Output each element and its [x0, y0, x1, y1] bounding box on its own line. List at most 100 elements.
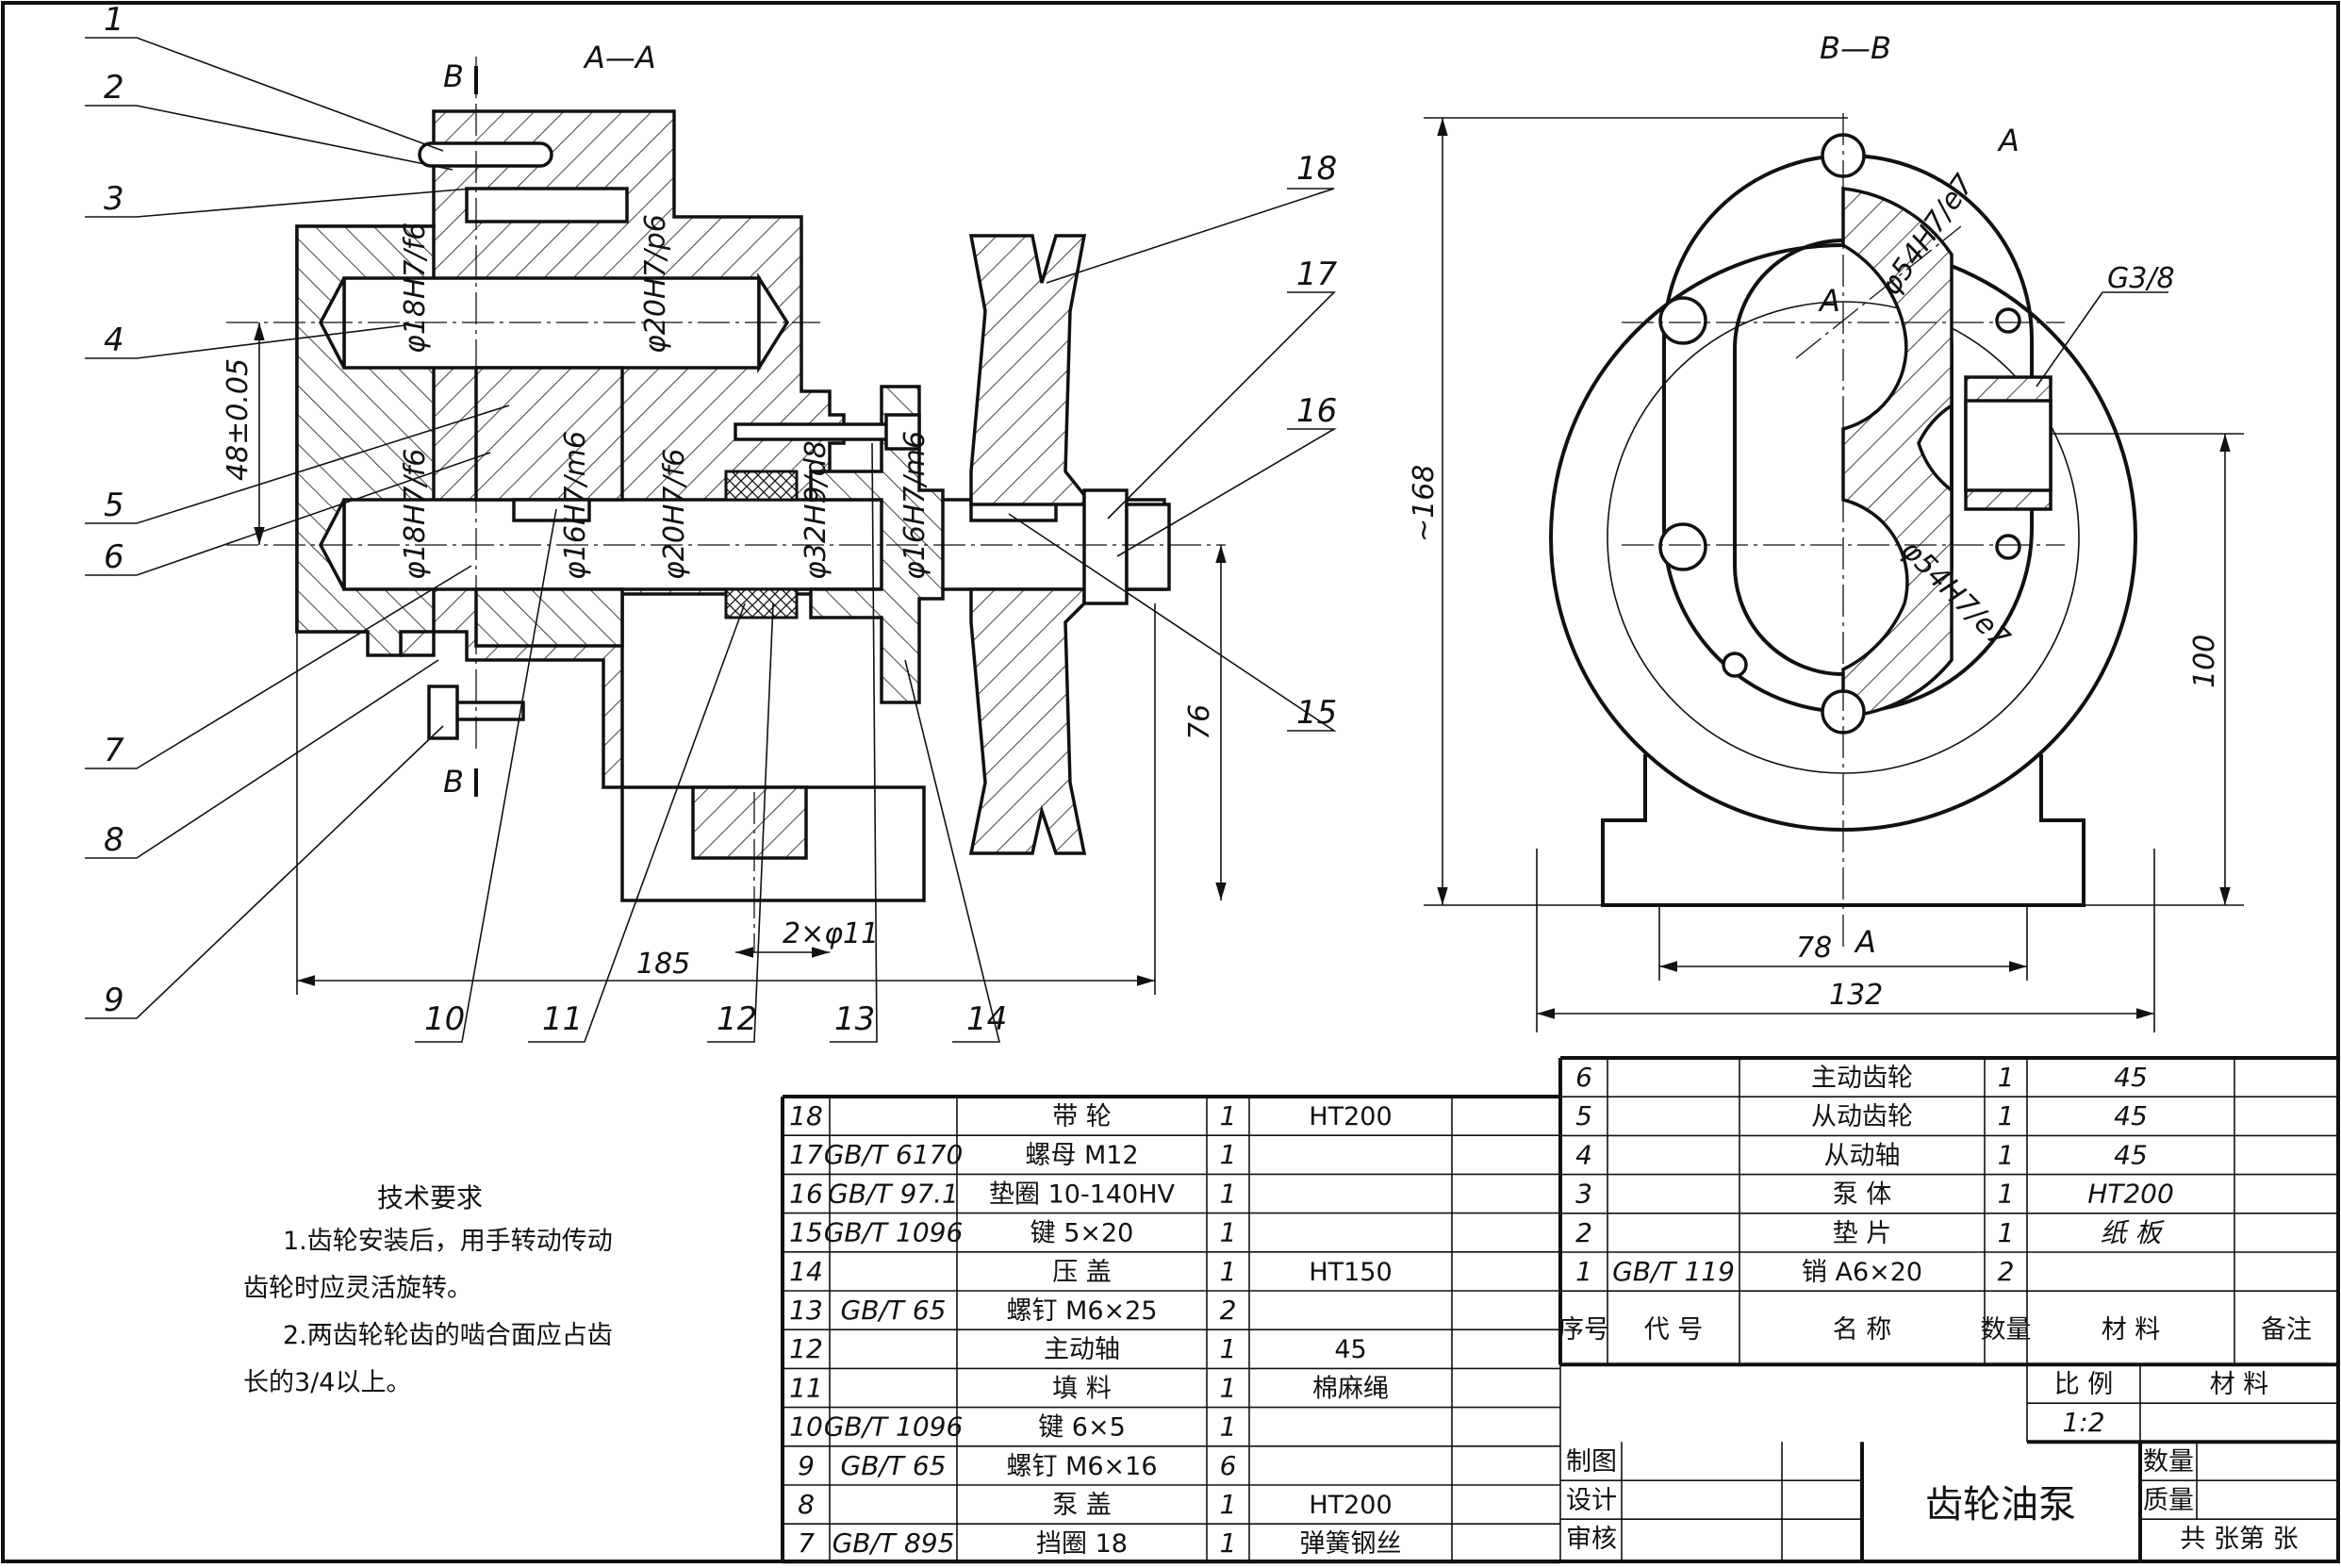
balloon-8: 8	[104, 821, 124, 859]
section-bb-view: B—B A A A G3/8 φ54H7/e7 φ54H7/e7 ~168 10…	[1408, 30, 2244, 1032]
bom-header-remark: 备注	[2261, 1315, 2312, 1345]
bom-left-name: 挡圈 18	[1036, 1529, 1128, 1559]
screw-m6x25	[734, 422, 902, 441]
bom-left-no: 14	[789, 1256, 823, 1287]
bom-right-qty: 1	[1998, 1062, 2015, 1093]
pin-a6x20	[418, 141, 553, 168]
bom-left-material: HT200	[1309, 1102, 1392, 1131]
balloon-6: 6	[104, 538, 124, 576]
fit-16a: φ16H7/m6	[559, 431, 592, 580]
mass-label: 质量	[2143, 1486, 2194, 1515]
technical-notes: 技术要求 1.齿轮安装后，用手转动传动 齿轮时应灵活旋转。 2.两齿轮轮齿的啮合…	[243, 1182, 613, 1397]
bom-right-material: 纸 板	[2101, 1217, 2166, 1248]
port-bore	[1964, 399, 2052, 492]
dim-100: 100	[2188, 635, 2221, 688]
bom-right-no: 3	[1575, 1179, 1592, 1210]
bom-right-qty: 1	[1998, 1139, 2015, 1170]
screw-left-bottom	[1658, 522, 1707, 571]
bom-header-no: 序号	[1558, 1315, 1609, 1345]
bom-left-qty: 1	[1220, 1372, 1237, 1403]
belt-pulley-bottom	[968, 587, 1087, 855]
scale-label: 比 例	[2054, 1370, 2114, 1399]
bom-header-qty: 数量	[1981, 1315, 2032, 1345]
cut-a-mid: A	[1818, 283, 1840, 319]
fit-20b: φ20H7/f6	[658, 449, 691, 580]
bom-left-qty: 1	[1220, 1527, 1237, 1559]
balloon-14: 14	[966, 1000, 1007, 1038]
pin-right-top	[1995, 307, 2021, 334]
dim-76: 76	[1183, 704, 1216, 740]
bom-left-qty: 1	[1220, 1217, 1237, 1248]
section-aa-view: B B A—A 48±0.05 76 185 2×φ11 φ18H7/f6 φ2…	[222, 40, 1227, 995]
bom-right-name: 垫 片	[1833, 1219, 1892, 1248]
balloon-7: 7	[104, 732, 124, 769]
bom-right-no: 2	[1575, 1217, 1592, 1248]
bom-left-no: 13	[789, 1295, 823, 1326]
bom-right-qty: 1	[1998, 1217, 2015, 1248]
packing-bottom	[724, 587, 799, 619]
bom-left-no: 10	[789, 1411, 823, 1443]
bom-left-qty: 1	[1220, 1256, 1237, 1287]
bom-left-qty: 6	[1220, 1450, 1237, 1481]
bom-left-no: 12	[789, 1333, 823, 1364]
dim-185: 185	[636, 948, 690, 981]
fit-18b: φ18H7/f6	[399, 449, 432, 580]
fit-20a: φ20H7/p6	[639, 214, 672, 354]
notes-line-1: 1.齿轮安装后，用手转动传动	[283, 1227, 613, 1256]
bom-left-material: 弹簧钢丝	[1300, 1529, 1402, 1559]
bom-right-material: 45	[2114, 1139, 2148, 1170]
notes-title: 技术要求	[377, 1182, 483, 1213]
scale-value: 1:2	[2062, 1407, 2104, 1438]
bom-left-code: GB/T 97.1	[828, 1178, 959, 1209]
balloon-4: 4	[104, 322, 124, 359]
thread-g38: G3/8	[2107, 262, 2175, 295]
screw-left-top	[1658, 296, 1707, 345]
gear-section-right	[1841, 187, 1954, 718]
bom-right-name: 从动齿轮	[1811, 1102, 1913, 1131]
bom-right-name: 销 A6×20	[1802, 1258, 1922, 1287]
cut-b-bottom: B	[443, 764, 464, 800]
bom-left-material: 45	[1334, 1335, 1366, 1364]
bom-left-qty: 1	[1220, 1411, 1237, 1443]
bom-right-material: 45	[2114, 1062, 2148, 1093]
bom-right-name: 从动轴	[1824, 1141, 1901, 1170]
fit-18: φ18H7/f6	[399, 223, 432, 354]
bom-left-qty: 1	[1220, 1178, 1237, 1209]
cut-a-bottom: A	[1854, 924, 1876, 960]
dim-48: 48±0.05	[222, 358, 255, 481]
bom-left-code: GB/T 1096	[824, 1217, 964, 1248]
material-label: 材 料	[2210, 1370, 2269, 1399]
bom-left-material: 棉麻绳	[1312, 1374, 1389, 1403]
bom-left-qty: 1	[1220, 1100, 1237, 1131]
bom-left-name: 主动轴	[1044, 1335, 1120, 1364]
pin-slot	[465, 187, 629, 223]
balloon-16: 16	[1296, 392, 1337, 430]
bom-right-qty: 2	[1998, 1256, 2015, 1287]
bom-left-name: 带 轮	[1052, 1102, 1112, 1131]
pin-left-bottom	[1722, 652, 1748, 678]
bom-right-no: 6	[1575, 1062, 1592, 1093]
pin-right-bottom	[1995, 534, 2021, 560]
bom-left-code: GB/T 65	[841, 1450, 947, 1481]
screw-head	[884, 413, 921, 451]
base-foot-section	[691, 785, 808, 860]
bom-right-material: 45	[2114, 1100, 2148, 1131]
balloon-9: 9	[104, 982, 124, 1019]
balloon-10: 10	[424, 1000, 465, 1038]
dim-78: 78	[1796, 932, 1832, 965]
bom-header-name: 名 称	[1833, 1315, 1892, 1345]
bom-left-material: HT150	[1309, 1258, 1392, 1287]
bom-header-material: 材 料	[2102, 1315, 2161, 1345]
bom-header-code: 代 号	[1644, 1315, 1704, 1345]
bom-right-name: 泵 体	[1833, 1180, 1892, 1210]
bom-left-no: 8	[798, 1489, 815, 1520]
bom-left-qty: 1	[1220, 1489, 1237, 1520]
belt-pulley-top	[968, 234, 1087, 506]
bom-left-no: 17	[789, 1139, 823, 1170]
fit-16b: φ16H7/m6	[898, 431, 931, 580]
balloon-5: 5	[104, 487, 124, 524]
bom-left-name: 键 6×5	[1038, 1413, 1126, 1443]
bom-left-qty: 1	[1220, 1139, 1237, 1170]
bom-left-name: 螺钉 M6×16	[1006, 1452, 1157, 1481]
